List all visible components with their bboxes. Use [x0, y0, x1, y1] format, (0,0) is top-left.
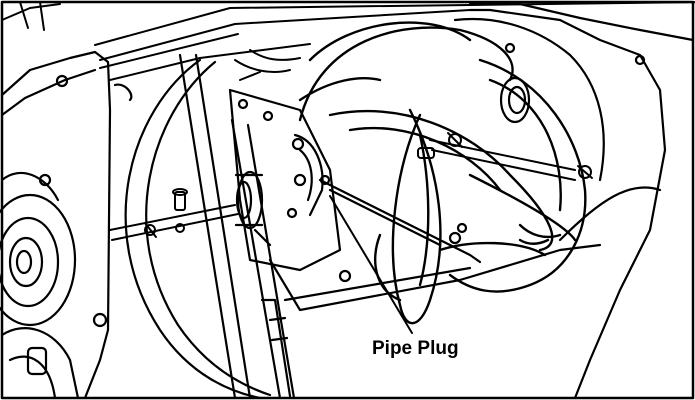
belt-pulley	[113, 58, 272, 400]
gearbox-housing	[228, 88, 342, 272]
axle-rod	[109, 188, 239, 241]
callout-leader-line	[329, 195, 413, 334]
center-strut	[178, 53, 296, 400]
upper-swirl	[234, 49, 301, 81]
auger-shaft	[417, 132, 593, 181]
pipe-plug-label: Pipe Plug	[372, 338, 459, 359]
left-side-plate	[0, 50, 112, 400]
housing-bottom	[268, 178, 602, 312]
top-rail	[1, 1, 695, 81]
right-side-plate	[453, 2, 695, 400]
